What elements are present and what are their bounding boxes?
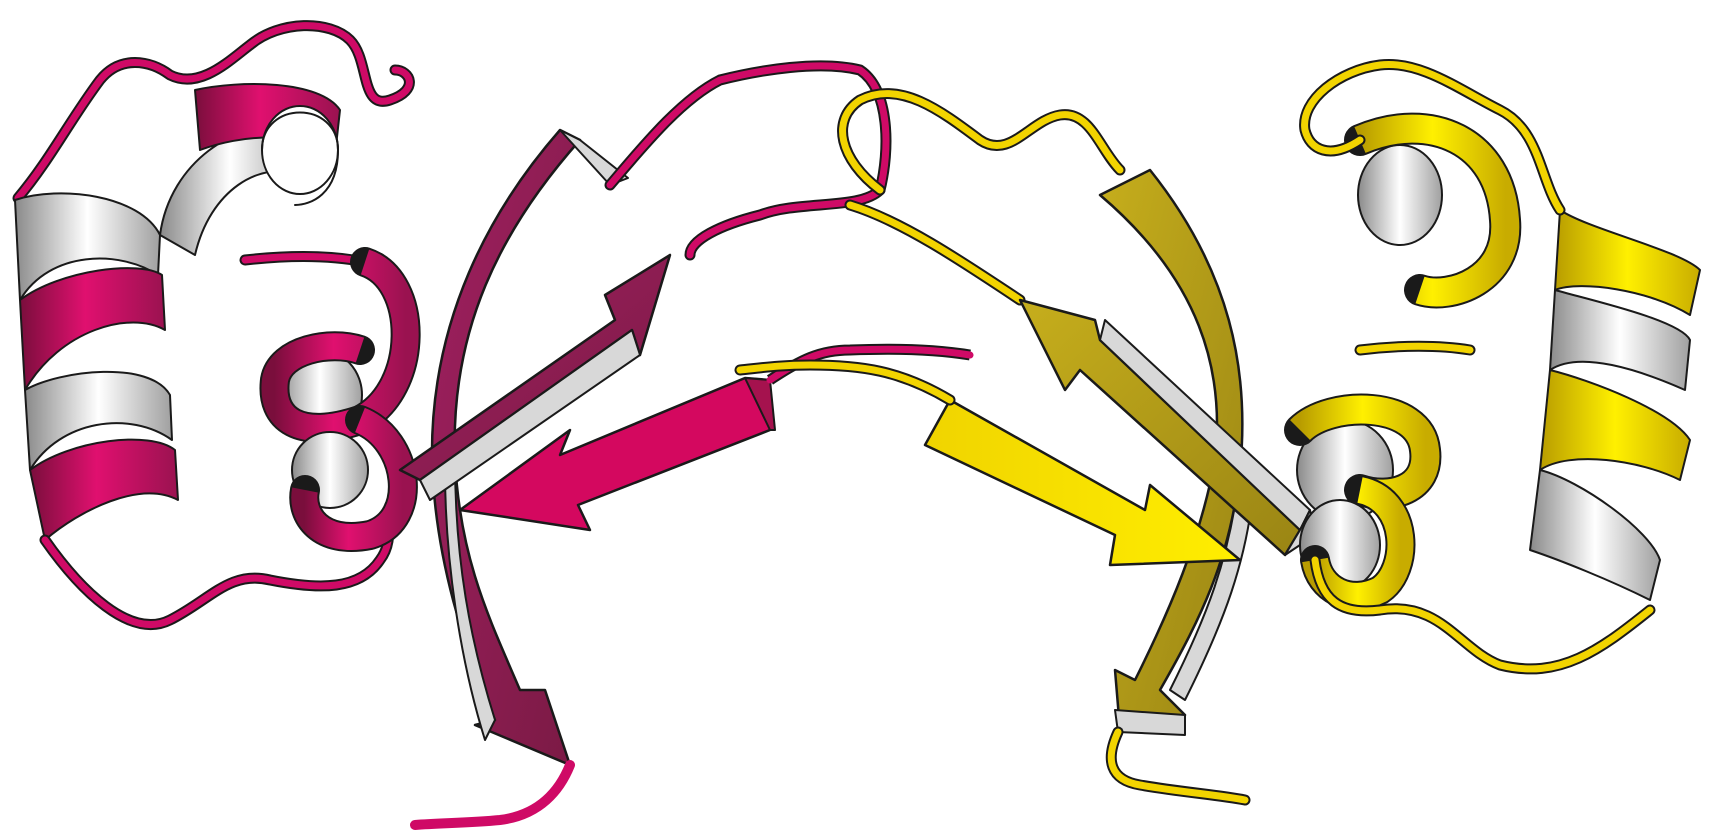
chain-b-helix-2 (1358, 129, 1505, 293)
chain-a-helix-1 (15, 193, 178, 540)
chain-a-helix-2 (160, 84, 340, 255)
chain-a (15, 26, 970, 825)
chain-b-helix-1 (1530, 210, 1700, 600)
chain-a-helix-3 (274, 262, 405, 537)
